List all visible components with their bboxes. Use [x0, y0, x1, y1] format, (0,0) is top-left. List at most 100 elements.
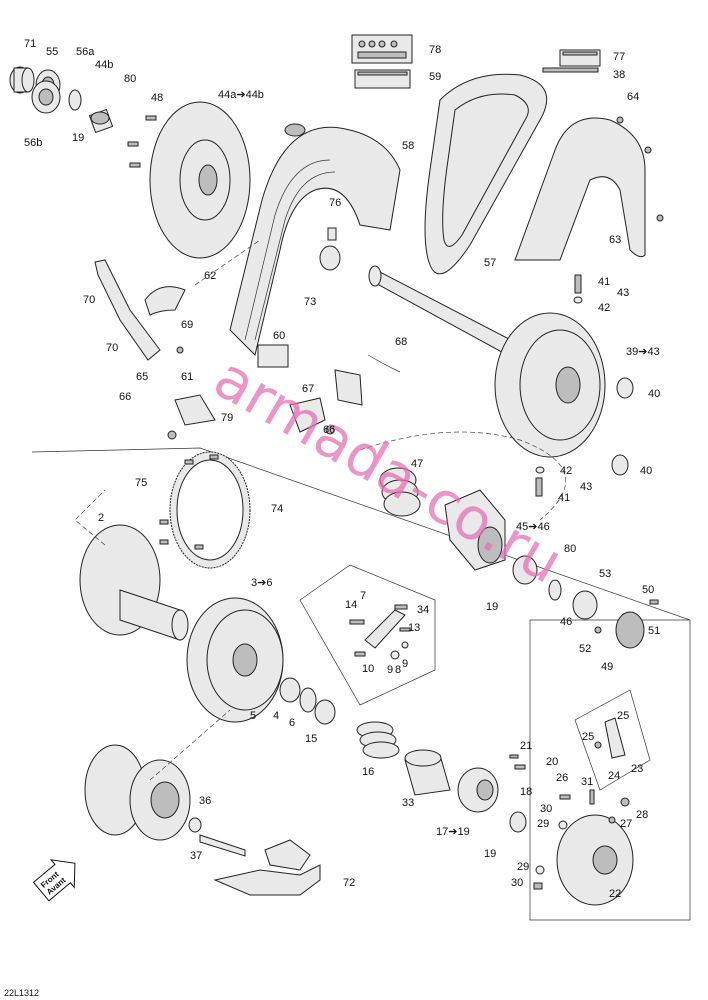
- screw-30: [533, 882, 543, 890]
- callout-16: 62: [204, 270, 216, 282]
- bolts-48: [127, 115, 157, 168]
- bolt-41-bottom: [535, 477, 543, 497]
- callout-2: 56a: [76, 46, 95, 58]
- callout-58: 10: [362, 663, 374, 675]
- callout-75: 31: [581, 776, 593, 788]
- dash-line-assembly: [149, 709, 231, 781]
- weight-40-bottom: [611, 454, 629, 476]
- ring-6: [299, 687, 317, 713]
- caliper-bracket-62: [144, 286, 186, 316]
- callout-57: 49: [601, 661, 613, 673]
- callout-55: 51: [648, 625, 660, 637]
- nut-66-right: [325, 425, 335, 435]
- callout-19: 70: [106, 342, 118, 354]
- screw-21: [509, 754, 519, 759]
- bushing-18: [509, 811, 527, 833]
- callout-50: 14: [345, 599, 357, 611]
- callout-87: 30: [511, 877, 523, 889]
- bearing-56: [31, 80, 61, 114]
- callout-20: 57: [484, 257, 496, 269]
- callout-81: 29: [537, 818, 549, 830]
- group-outline: [31, 447, 691, 921]
- callout-63: 4: [273, 710, 279, 722]
- callout-28: 39➔43: [626, 346, 660, 358]
- callout-12: 59: [429, 71, 441, 83]
- callout-25: 42: [598, 302, 610, 314]
- callout-79: 36: [199, 795, 211, 807]
- callout-47: 3➔6: [251, 577, 272, 589]
- callout-67: 25: [582, 731, 594, 743]
- tool-72: [213, 839, 321, 896]
- washer-53: [572, 590, 598, 620]
- bolt-41-top: [574, 274, 582, 294]
- drive-pulley-assembly: [84, 744, 191, 841]
- cover-22: [556, 814, 634, 906]
- plate-67: [334, 369, 363, 406]
- callout-72: 16: [362, 766, 374, 778]
- callout-3: 44b: [95, 59, 113, 71]
- bolt-31: [589, 789, 595, 805]
- callout-17: 70: [83, 294, 95, 306]
- callout-15: 64: [627, 91, 639, 103]
- callout-34: 79: [221, 412, 233, 424]
- spring-16: [356, 721, 400, 759]
- sleeve-33: [404, 749, 451, 796]
- callout-31: 67: [302, 383, 314, 395]
- pin-13: [399, 627, 411, 632]
- callout-8: 44a➔44b: [218, 89, 264, 101]
- callout-41: 75: [135, 477, 147, 489]
- ring-29-bottom: [535, 865, 545, 875]
- callout-35: 66: [323, 424, 335, 436]
- callout-69: 23: [631, 763, 643, 775]
- bushing-4: [279, 677, 301, 703]
- callout-73: 33: [402, 797, 414, 809]
- washer-9: [401, 641, 409, 649]
- nut-61: [176, 346, 184, 354]
- callout-18: 69: [181, 319, 193, 331]
- washer-42-bottom: [535, 466, 545, 474]
- callout-26: 60: [273, 330, 285, 342]
- callout-86: 72: [343, 877, 355, 889]
- cotter-pin-68: [367, 354, 401, 373]
- decal-38: [542, 67, 599, 73]
- screw-26: [559, 794, 571, 800]
- washer-15: [314, 699, 336, 725]
- bracket-69: [94, 259, 161, 361]
- spacer-76: [327, 227, 337, 241]
- callout-13: 58: [402, 140, 414, 152]
- roller-8: [390, 650, 400, 660]
- pin-25: [594, 741, 602, 749]
- callout-11: 38: [613, 69, 625, 81]
- callout-7: 48: [151, 92, 163, 104]
- callout-44: 45➔46: [516, 521, 550, 533]
- callout-24: 43: [617, 287, 629, 299]
- belt-guard-63: [514, 116, 664, 261]
- front-arrow-icon: Front Avant: [32, 859, 76, 902]
- callout-84: 37: [190, 850, 202, 862]
- ring-46: [548, 579, 562, 601]
- callout-32: 40: [648, 388, 660, 400]
- washer-27: [608, 816, 616, 824]
- drive-belt-57: [424, 73, 548, 275]
- callout-6: 19: [72, 132, 84, 144]
- circlip-44b: [68, 89, 82, 111]
- callout-39: 41: [558, 492, 570, 504]
- callout-40: 40: [640, 465, 652, 477]
- callout-77: 28: [636, 809, 648, 821]
- weight-40-top: [616, 377, 634, 399]
- pin-14: [349, 619, 365, 625]
- cam-45: [444, 489, 506, 571]
- callout-66: 25: [617, 710, 629, 722]
- bushing-80-bottom: [512, 555, 538, 585]
- callout-80: 18: [520, 786, 532, 798]
- callout-42: 74: [271, 503, 283, 515]
- callout-53: 53: [599, 568, 611, 580]
- bolt-37: [199, 834, 246, 857]
- bolt-34: [394, 604, 408, 610]
- callout-38: 43: [580, 481, 592, 493]
- drive-pulley-fixed-2: [79, 524, 189, 641]
- callout-1: 55: [46, 46, 58, 58]
- ring-gear-74: [169, 451, 251, 569]
- callout-65: 15: [305, 733, 317, 745]
- callout-21: 73: [304, 296, 316, 308]
